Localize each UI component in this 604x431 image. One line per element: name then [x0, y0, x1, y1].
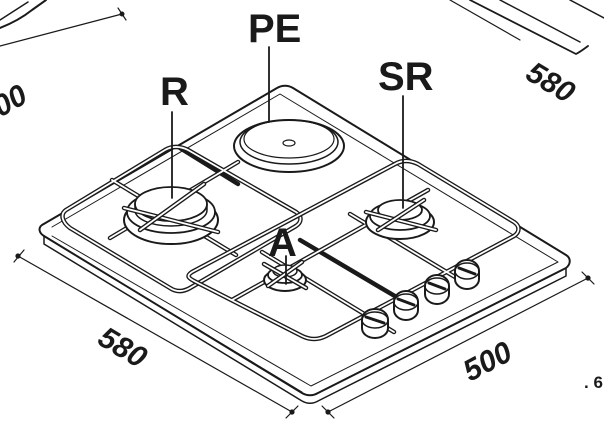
control-knobs [361, 259, 480, 339]
knob-2 [393, 290, 419, 321]
knob-4 [454, 259, 480, 290]
hob-plate [38, 84, 571, 404]
electric-plate-pe [233, 46, 345, 173]
dimension-top-right: 580 [520, 56, 580, 110]
dimension-top-left: 500 [0, 78, 33, 132]
label-a: A [268, 221, 297, 265]
label-pe: PE [248, 7, 301, 51]
burner-sr [363, 95, 439, 240]
burner-a [261, 255, 309, 292]
dimension-front-right: 500 [458, 335, 518, 388]
label-sr: SR [378, 55, 434, 99]
knob-3 [424, 274, 450, 305]
cutout-top-right [449, 0, 604, 55]
burner-r [121, 111, 221, 245]
pan-support-right [186, 158, 521, 342]
dimension-front-left: 580 [92, 321, 152, 375]
label-r: R [160, 70, 189, 114]
dimension-line-front-right [321, 271, 595, 419]
figure-label: . 6 [584, 373, 603, 392]
knob-1 [361, 308, 389, 339]
dimension-line-front-left [13, 249, 299, 419]
cutout-top-left [0, 0, 127, 47]
